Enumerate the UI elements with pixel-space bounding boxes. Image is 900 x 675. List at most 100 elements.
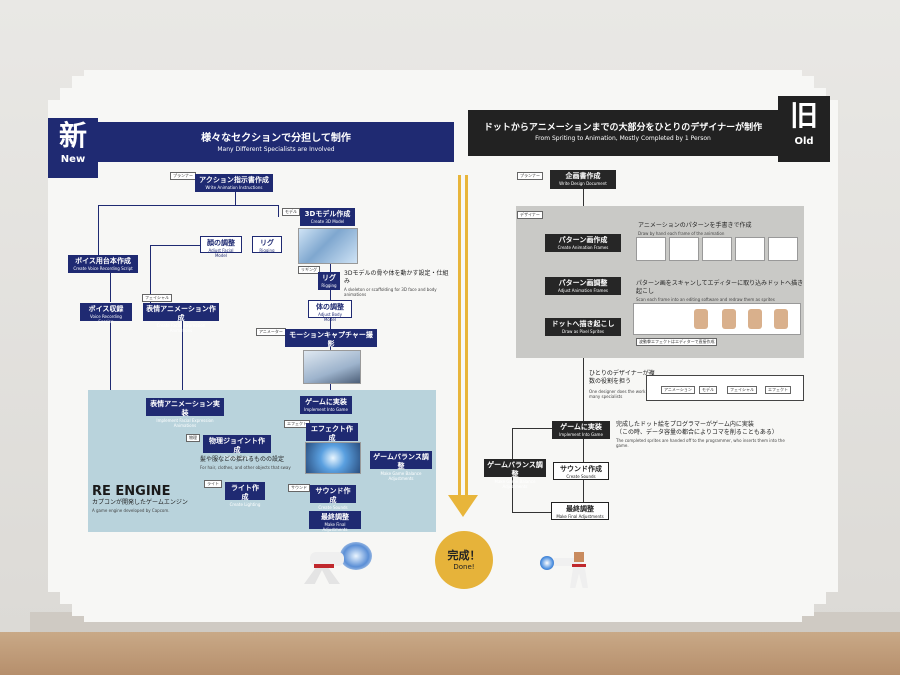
animator-tag: アニメーター bbox=[256, 328, 286, 336]
facial-impl-jp: 表情アニメーション実装 bbox=[150, 400, 220, 417]
physics-joint-en: Create Joints bbox=[224, 455, 250, 460]
old-game-impl-jp: ゲームに実装 bbox=[560, 423, 602, 431]
face-adjust-en: Adjust Facial Model bbox=[208, 248, 234, 258]
pattern-create-en: Create Animation Frames bbox=[557, 245, 609, 250]
scan-note-en: Scan each frame into an editing software… bbox=[636, 297, 775, 302]
flow-arrow bbox=[458, 175, 468, 495]
effect-photo bbox=[305, 442, 361, 474]
effect-create-jp: エフェクト作成 bbox=[311, 425, 353, 442]
role-tag-model: モデル bbox=[699, 386, 717, 394]
rig-small-jp: リグ bbox=[260, 239, 274, 247]
fighter-3d-image bbox=[300, 538, 375, 588]
model-tag: モデル bbox=[282, 208, 300, 216]
old-sound-create-jp: サウンド作成 bbox=[560, 465, 602, 473]
game-impl-en: Implement Into Game bbox=[304, 407, 348, 412]
rig-big-box: リグ Rigging bbox=[318, 272, 340, 290]
motion-capture-photo bbox=[303, 350, 361, 384]
connector bbox=[150, 245, 151, 305]
connector bbox=[512, 428, 552, 429]
pixel-sprite bbox=[694, 309, 708, 329]
old-sound-create-en: Create Sounds bbox=[566, 474, 596, 479]
connector bbox=[235, 190, 236, 206]
facial-impl-box: 表情アニメーション実装 Implement Facial Expression … bbox=[146, 398, 224, 428]
facial-anim-jp: 表情アニメーション作成 bbox=[146, 305, 216, 322]
pattern-create-box: パターン画作成 Create Animation Frames bbox=[545, 234, 621, 252]
design-doc-en: Write Design Document bbox=[559, 181, 607, 186]
facial-anim-en: Create Facial Expression Animations bbox=[156, 323, 206, 333]
old-planner-tag: プランナー bbox=[517, 172, 543, 180]
old-balance-adjust-box: ゲームバランス調整 Make Game Balance Adjustments bbox=[484, 459, 546, 489]
pattern-note-en: Draw by hand each frame of the animation bbox=[638, 231, 725, 236]
pixel-sprite bbox=[774, 309, 788, 329]
one-designer-en: One designer does the work of many speci… bbox=[589, 389, 651, 399]
role-tag-animation: アニメーション bbox=[661, 386, 695, 394]
old-badge-kanji: 旧 bbox=[789, 99, 818, 132]
rig-note-jp: 3Dモデルの骨や体を動かす設定・仕組み bbox=[344, 270, 449, 285]
hand-drawn-frame bbox=[735, 237, 765, 261]
face-adjust-box: 顔の調整 Adjust Facial Model bbox=[200, 236, 242, 258]
balance-adjust-en: Make Game Balance Adjustments bbox=[380, 471, 422, 481]
impl-note-jp2: （この時、データ容量の都合によりコマを削ることもある） bbox=[616, 429, 778, 436]
effect-create-box: エフェクト作成 Create Visual Effects bbox=[306, 423, 358, 448]
rig-tag: リギング bbox=[298, 266, 320, 274]
connector bbox=[182, 318, 183, 438]
rig-big-en: Rigging bbox=[321, 283, 337, 288]
hand-drawn-frame bbox=[768, 237, 798, 261]
facial-tag: フェイシャル bbox=[142, 294, 172, 302]
physics-joint-box: 物理ジョイント作成 Create Joints bbox=[203, 435, 271, 460]
roles-group: アニメーション モデル フェイシャル エフェクト bbox=[646, 375, 804, 401]
connector bbox=[278, 205, 279, 217]
pattern-adjust-en: Adjust Animation Frames bbox=[558, 288, 608, 293]
action-instructions-box: アクション指示書作成 Write Animation Instructions bbox=[195, 174, 273, 192]
connector bbox=[98, 205, 99, 260]
pixel-sprite bbox=[722, 309, 736, 329]
old-header: ドットからアニメーションまでの大部分をひとりのデザイナーが制作 From Spr… bbox=[468, 110, 778, 156]
rig-small-en: Rigging bbox=[259, 248, 275, 253]
sound-create-box: サウンド作成 Create Sounds bbox=[310, 485, 356, 510]
floor bbox=[0, 632, 900, 675]
motion-capture-jp: モーションキャプチャー撮影 bbox=[289, 331, 373, 348]
light-tag: ライト bbox=[204, 480, 222, 488]
old-badge: 旧 Old bbox=[778, 96, 830, 162]
design-doc-box: 企画書作成 Write Design Document bbox=[550, 170, 616, 189]
light-create-en: Create Lighting bbox=[229, 502, 261, 507]
model-3d-box: 3Dモデル作成 Create 3D Model bbox=[300, 208, 355, 226]
hand-drawn-frame bbox=[636, 237, 666, 261]
sound-create-jp: サウンド作成 bbox=[315, 487, 351, 504]
body-adjust-jp: 体の調整 bbox=[316, 303, 344, 311]
old-balance-adjust-jp: ゲームバランス調整 bbox=[487, 461, 543, 478]
one-designer-jp: ひとりのデザイナーが複数の役割を担う bbox=[589, 370, 655, 385]
voice-recording-en: Voice Recording Session bbox=[90, 314, 122, 324]
sound-create-en: Create Sounds bbox=[318, 505, 348, 510]
pixel-sprite bbox=[748, 309, 762, 329]
old-final-adjust-box: 最終調整 Make Final Adjustments bbox=[551, 502, 609, 520]
pattern-create-jp: パターン画作成 bbox=[558, 236, 608, 244]
rig-big-jp: リグ bbox=[322, 274, 336, 282]
done-en: Done! bbox=[453, 563, 475, 571]
re-engine-sub-jp: カプコンが開発したゲームエンジン bbox=[92, 499, 188, 506]
voice-script-jp: ボイス用台本作成 bbox=[75, 257, 131, 265]
new-title-en: Many Different Specialists are Involved bbox=[217, 146, 335, 153]
physics-tag: 物理 bbox=[186, 434, 200, 442]
rig-note-en: A skeleton or scaffolding for 3D face an… bbox=[344, 287, 437, 297]
done-jp: 完成！ bbox=[447, 549, 481, 562]
scan-note-jp: パターン画をスキャンしてエディターに取り込みドットへ描き起こし bbox=[636, 280, 804, 295]
pattern-adjust-jp: パターン画調整 bbox=[558, 279, 608, 287]
connector bbox=[150, 245, 200, 246]
new-badge-kanji: 新 bbox=[58, 119, 87, 152]
effect-note-tag: 波動拳エフェクトはエディターで直接作成 bbox=[636, 338, 718, 346]
action-instructions-en: Write Animation Instructions bbox=[205, 185, 263, 190]
balance-adjust-jp: ゲームバランス調整 bbox=[373, 453, 429, 470]
connector bbox=[583, 438, 584, 466]
old-title-jp: ドットからアニメーションまでの大部分をひとりのデザイナーが制作 bbox=[483, 123, 763, 133]
connector bbox=[110, 272, 111, 302]
facial-impl-en: Implement Facial Expression Animations bbox=[156, 418, 214, 428]
voice-recording-jp: ボイス収録 bbox=[88, 305, 124, 313]
re-engine-title: RE ENGINE bbox=[92, 484, 171, 499]
dot-draw-en: Draw as Pixel Sprites bbox=[562, 329, 604, 334]
body-adjust-box: 体の調整 Adjust Body Model bbox=[308, 300, 352, 322]
designer-tag: デザイナー bbox=[517, 211, 543, 219]
new-badge: 新 New bbox=[48, 118, 98, 178]
impl-note-jp: 完成したドット絵をプログラマーがゲーム内に実装 bbox=[616, 421, 754, 428]
rig-small-box: リグ Rigging bbox=[252, 236, 282, 253]
